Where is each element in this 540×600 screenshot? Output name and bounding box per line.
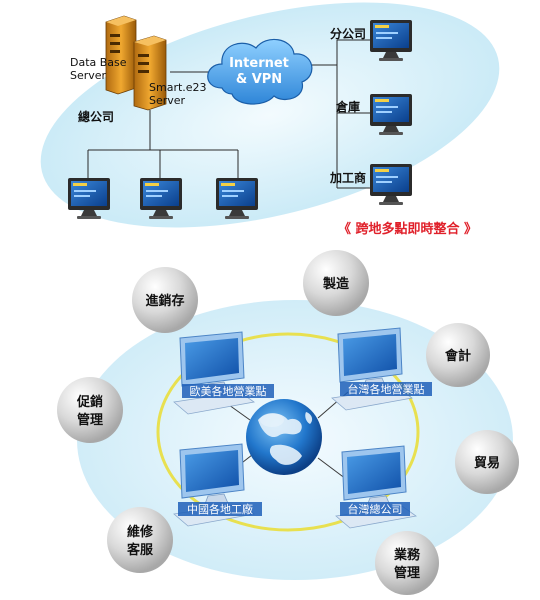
module-bubble-trade: 貿易 — [455, 430, 519, 494]
module-bubble-accounting: 會計 — [426, 323, 490, 387]
top-connection-lines — [87, 39, 370, 189]
module-bubbles: 進銷存 製造 會計 促銷 管理 貿易 維修 客服 業務 管理 — [57, 250, 519, 595]
app-server-label-2: Server — [149, 94, 186, 107]
module-bubble-service: 維修 客服 — [107, 507, 173, 573]
db-server-label-2: Server — [70, 69, 107, 82]
db-server-label-1: Data Base — [70, 56, 127, 69]
branch-label-0: 分公司 — [330, 26, 366, 41]
svg-text:貿易: 貿易 — [474, 455, 500, 471]
svg-text:管理: 管理 — [394, 565, 420, 581]
svg-text:會計: 會計 — [445, 348, 471, 364]
application-server-icon — [133, 35, 167, 111]
app-server-label-1: Smart.e23 — [149, 81, 207, 94]
svg-text:促銷: 促銷 — [76, 394, 103, 410]
module-bubble-manufacturing: 製造 — [303, 250, 369, 316]
europe-america-site-monitor-icon — [173, 331, 255, 415]
module-bubble-sales: 業務 管理 — [375, 531, 439, 595]
site-label-china-factories: 中國各地工廠 — [187, 502, 253, 516]
globe-icon — [246, 399, 322, 475]
head-office-label: 總公司 — [78, 109, 114, 124]
cloud-label-2: & VPN — [236, 72, 282, 87]
network-ring — [156, 332, 420, 532]
module-bubble-inventory: 進銷存 — [132, 267, 198, 333]
site-label-europe-america: 歐美各地營業點 — [190, 384, 267, 398]
svg-text:製造: 製造 — [322, 276, 350, 292]
slogan-text: 《 跨地多點即時整合 》 — [338, 221, 477, 237]
site-label-taiwan-hq: 台灣總公司 — [348, 502, 403, 516]
database-server-icon — [105, 15, 137, 95]
svg-text:業務: 業務 — [393, 547, 421, 563]
cloud-label-1: Internet — [229, 56, 289, 71]
branch-label-1: 倉庫 — [335, 99, 360, 114]
svg-text:客服: 客服 — [127, 542, 154, 558]
svg-text:維修: 維修 — [127, 524, 154, 540]
site-label-taiwan-sites: 台灣各地營業點 — [348, 382, 425, 396]
svg-text:管理: 管理 — [77, 412, 103, 428]
module-bubble-promotion: 促銷 管理 — [57, 377, 123, 443]
processor-computer-icon — [370, 164, 412, 205]
internet-cloud-icon — [207, 38, 313, 105]
branch-label-2: 加工商 — [329, 170, 366, 185]
svg-text:進銷存: 進銷存 — [145, 293, 184, 309]
taiwan-site-monitor-icon — [331, 327, 413, 411]
